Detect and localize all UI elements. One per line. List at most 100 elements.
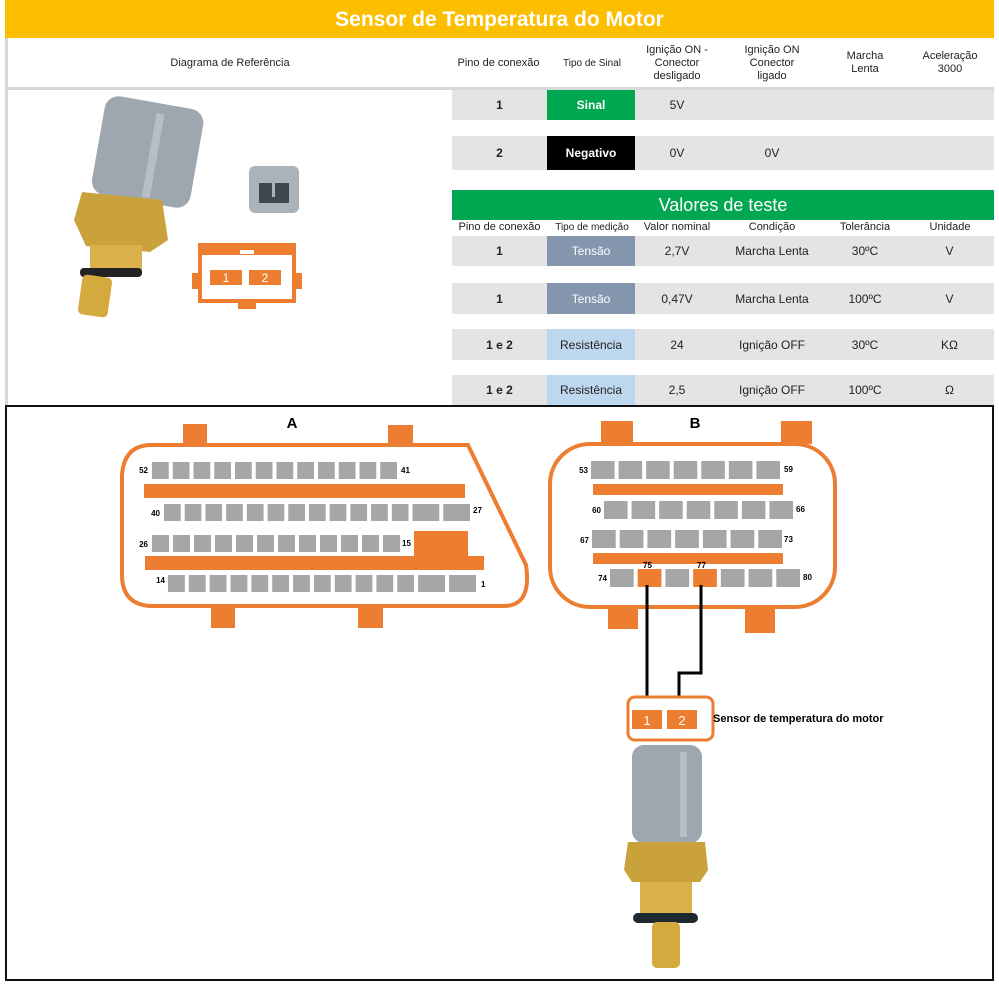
connector-pin: [215, 535, 232, 552]
ign-on-cell: 0V: [764, 146, 780, 160]
pin-number: 40: [151, 509, 160, 518]
header-pin: Pino de conexão: [457, 56, 540, 69]
connector-pin: [665, 569, 690, 587]
connector-pin: [288, 504, 305, 521]
connector-pin: [748, 569, 773, 587]
sensor-photo-bottom: [624, 745, 708, 968]
pin-number: 67: [580, 536, 589, 545]
connector-pin: [380, 462, 397, 479]
measurement-type-badge: Resistência: [547, 329, 635, 360]
test-header-condition: Condição: [748, 221, 796, 233]
header-signal-type: Tipo de Sinal: [563, 57, 621, 69]
connector-pin: [278, 535, 295, 552]
connector-pin: [647, 530, 672, 548]
connector-pin: [299, 535, 316, 552]
connector-pin: [205, 504, 223, 521]
test-header-unit: Unidade: [929, 221, 971, 233]
connector-pin: [188, 575, 206, 592]
connector-pin: [313, 575, 331, 592]
connector-pin: [362, 535, 379, 552]
tolerance-cell: 30ºC: [851, 244, 879, 258]
connector-pin: [701, 461, 725, 479]
connector-pin: [355, 575, 373, 592]
connector-pin: [152, 535, 169, 552]
condition-cell: Ignição OFF: [738, 383, 806, 397]
ref-pin-1: 1: [223, 271, 230, 285]
pin-number: 74: [598, 574, 607, 583]
connector-pin: [341, 535, 358, 552]
measurement-type-badge: Tensão: [547, 236, 635, 266]
test-values-title: Valores de teste: [452, 190, 994, 220]
connector-pin: [350, 504, 368, 521]
pin-number: 27: [473, 506, 482, 515]
condition-cell: Marcha Lenta: [735, 291, 809, 306]
measurement-type-badge: Tensão: [547, 283, 635, 314]
connector-pin: [257, 535, 274, 552]
connector-pin: [637, 569, 662, 587]
connector-pin: [412, 504, 440, 521]
connector-pin: [376, 575, 394, 592]
page-title: Sensor de Temperatura do Motor: [5, 0, 994, 38]
tolerance-cell: 100ºC: [848, 291, 882, 306]
reference-connector-diagram: 1 2: [192, 243, 302, 309]
connector-pin: [618, 461, 643, 479]
ign-off-cell: 5V: [669, 98, 685, 112]
pin-number: 60: [592, 506, 601, 515]
pin-number: 41: [401, 466, 410, 475]
connector-pin: [193, 462, 211, 479]
test-header-pin: Pino de conexão: [458, 221, 541, 233]
divider: [5, 38, 8, 405]
measurement-type-badge: Resistência: [547, 375, 635, 405]
signal-type-badge: Negativo: [547, 136, 635, 170]
connector-pin: [230, 575, 248, 592]
connector-pin: [297, 462, 314, 479]
connector-pin: [619, 530, 644, 548]
wire-77: [677, 585, 703, 697]
connector-pin: [646, 461, 670, 479]
connector-pin: [728, 461, 753, 479]
sensor-label: Sensor de temperatura do motor: [713, 713, 884, 725]
connector-pin: [769, 501, 793, 519]
connector-pin: [383, 535, 400, 552]
sensor-photo: [74, 96, 204, 318]
connector-pin: [173, 535, 190, 552]
tolerance-cell: 30ºC: [851, 337, 879, 352]
connector-pin: [359, 462, 377, 479]
pin-number: 80: [803, 573, 812, 582]
ign-off-cell: 0V: [669, 146, 685, 160]
header-ign-off: Ignição ON - Conector desligado: [646, 43, 708, 82]
connector-pin: [251, 575, 269, 592]
pin-number: 59: [784, 465, 793, 474]
connector-pin: [610, 569, 634, 587]
connector-pin: [686, 501, 711, 519]
connector-pin: [329, 504, 347, 521]
connector-pin: [449, 575, 476, 592]
connector-pin: [659, 501, 683, 519]
connector-pin: [164, 504, 181, 521]
unit-cell: V: [945, 244, 954, 258]
condition-cell: Marcha Lenta: [735, 244, 809, 258]
connector-pin: [334, 575, 352, 592]
header-accel: Aceleração 3000: [922, 50, 978, 75]
ref-pin-2: 2: [262, 271, 269, 285]
connector-a-label: A: [287, 415, 298, 432]
sensor-pin-2: 2: [678, 713, 685, 728]
pin-number: 14: [156, 576, 165, 585]
connector-pin: [631, 501, 656, 519]
pin-cell: 1: [496, 291, 503, 306]
connector-pin: [591, 461, 615, 479]
unit-cell: Ω: [945, 383, 954, 397]
signal-type-badge: Sinal: [547, 90, 635, 120]
pin-number: 26: [139, 540, 148, 549]
connector-pin: [443, 504, 470, 521]
unit-cell: KΩ: [941, 337, 958, 352]
connector-pin: [371, 504, 388, 521]
connector-pin: [776, 569, 800, 587]
connector-pin: [702, 530, 727, 548]
connector-pin: [320, 535, 337, 552]
connector-pin: [693, 569, 717, 587]
connector-pin: [756, 461, 780, 479]
